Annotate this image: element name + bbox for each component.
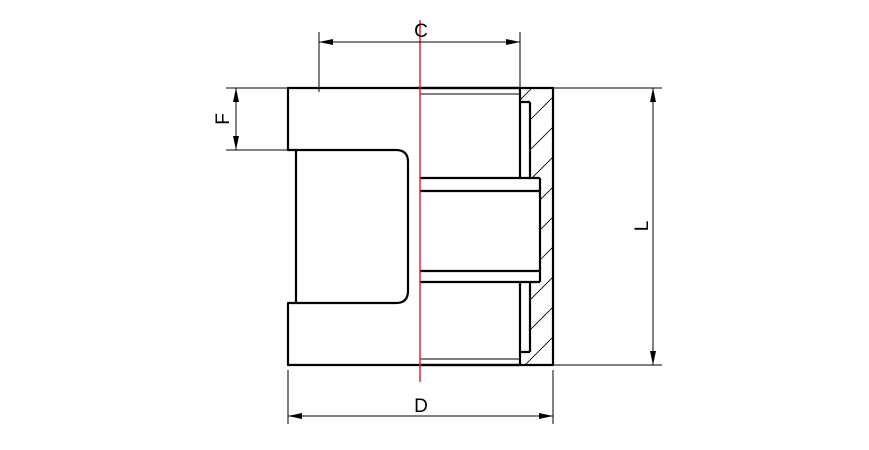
dimension-d [287, 370, 554, 424]
dimension-l [553, 87, 662, 366]
dimension-c-label: C [414, 21, 428, 42]
dimension-l-label: L [632, 221, 653, 232]
section-hatch [520, 88, 553, 365]
dimension-d-label: D [414, 396, 428, 417]
dimension-f-label: F [213, 113, 234, 125]
wall-profile [518, 88, 542, 365]
dimension-f [226, 87, 296, 151]
recess-outline [296, 148, 410, 305]
bore-lines [420, 86, 540, 367]
dimension-c [318, 32, 521, 92]
